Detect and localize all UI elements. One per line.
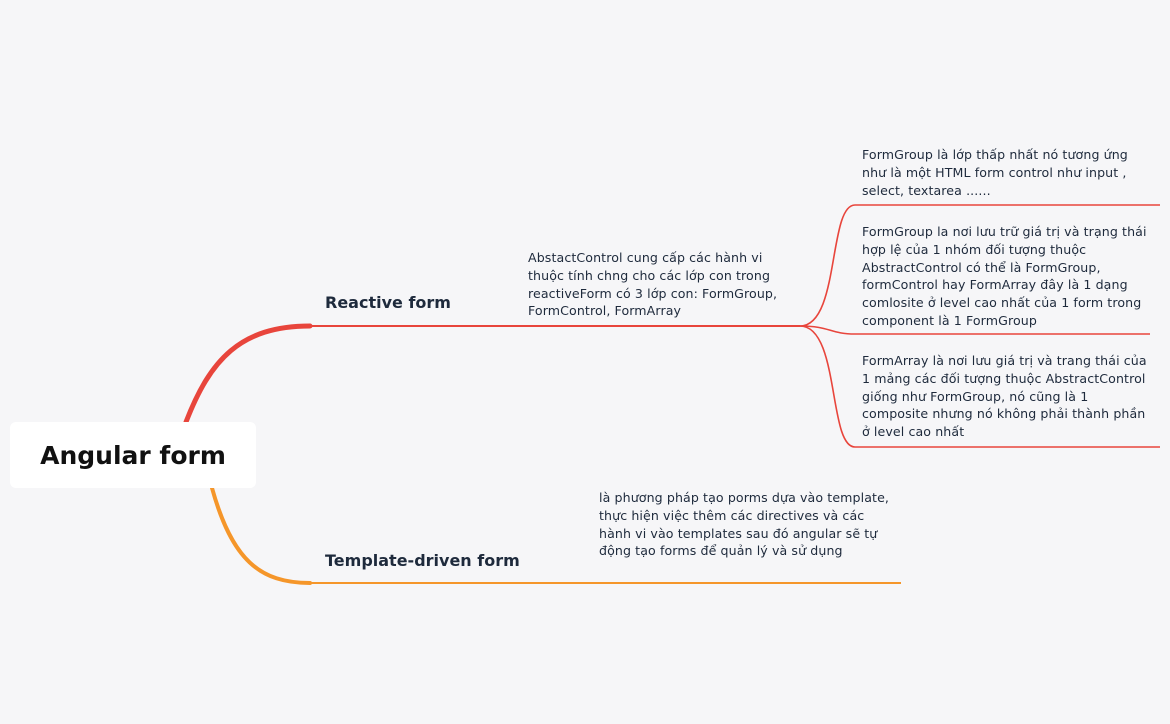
template-note: là phương pháp tạo porms dựa vào templat… bbox=[599, 490, 890, 559]
connector-root-template bbox=[210, 486, 312, 585]
connector-reactive-child2 bbox=[799, 325, 1150, 335]
connector-reactive-child1 bbox=[799, 204, 1160, 327]
branch-template-label: Template-driven form bbox=[325, 551, 520, 570]
branch-reactive-label: Reactive form bbox=[325, 293, 451, 312]
reactive-child-formarray: FormArray là nơi lưu giá trị và trang th… bbox=[862, 353, 1147, 440]
reactive-child-formgroup-1: FormGroup là lớp thấp nhất nó tương ứng … bbox=[862, 147, 1128, 198]
root-node[interactable]: Angular form bbox=[10, 422, 256, 488]
root-label: Angular form bbox=[40, 440, 226, 470]
branch-template-driven-form[interactable]: Template-driven form bbox=[325, 551, 520, 570]
connector-reactive-child3 bbox=[799, 325, 1160, 448]
connector-root-reactive bbox=[183, 323, 313, 425]
reactive-note: AbstactControl cung cấp các hành vi thuộ… bbox=[528, 250, 778, 319]
branch-reactive-form[interactable]: Reactive form bbox=[325, 293, 451, 312]
reactive-child-formgroup-2: FormGroup la nơi lưu trữ giá trị và trạn… bbox=[862, 224, 1147, 328]
